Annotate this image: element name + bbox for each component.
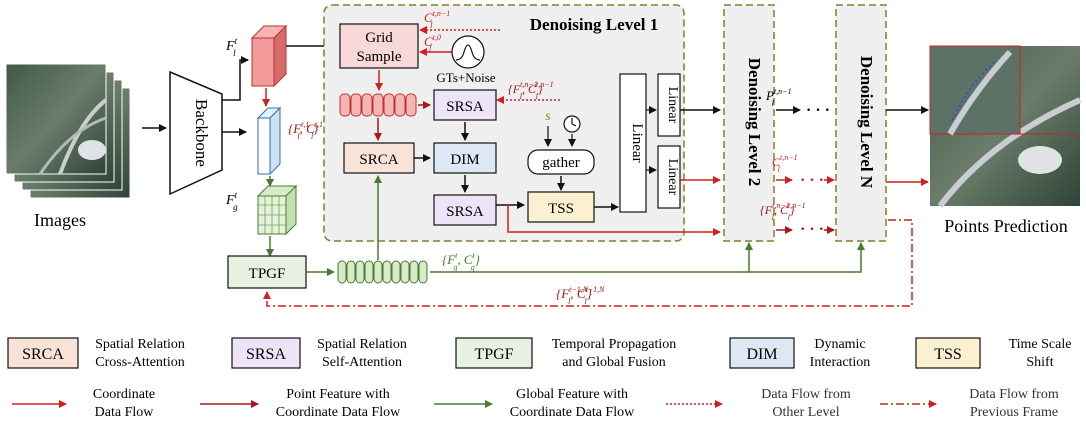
gts-noise-label: GTs+Noise [436, 70, 495, 85]
input-images-stack [5, 63, 131, 199]
legend-srsa-abbr: SRSA [246, 346, 286, 363]
linear-top-label: Linear [665, 87, 680, 124]
gather-block [527, 149, 595, 175]
denoising-level-n-container [835, 4, 887, 242]
levelN-title: Denoising Level N [857, 56, 876, 189]
linear-top-block [657, 73, 681, 137]
srca-block [343, 142, 415, 174]
grid-sample-line1: Grid [365, 30, 393, 46]
s-label: s [545, 109, 551, 124]
dots-features: · · · [800, 221, 824, 238]
legend-flow4-line1: Data Flow from [761, 387, 851, 402]
backbone-block [169, 70, 223, 196]
tss-label: TSS [548, 201, 574, 217]
legend-tpgf-swatch [455, 337, 533, 369]
dim-label: DIM [450, 152, 479, 168]
legend-flow3-line1: Global Feature with [516, 387, 628, 402]
linear-bottom-block [657, 145, 681, 209]
legend-flow2-line1: Point Feature with [286, 387, 389, 402]
arrow-global-levelN [749, 242, 865, 273]
legend-dim-swatch [729, 337, 795, 369]
fg-feature-cube [256, 184, 298, 236]
srsa-top-label: SRSA [446, 99, 484, 115]
legend-srca-line1: Spatial Relation [95, 337, 185, 352]
legend-srsa-line2: Self-Attention [322, 355, 402, 370]
level2-title: Denoising Level 2 [745, 58, 764, 186]
denoising-level-2-container [723, 4, 775, 242]
dots-coords: · · · [800, 172, 824, 189]
legend-srsa-swatch [231, 337, 301, 369]
dots-points: · · · [806, 102, 830, 119]
fl-feature-box [250, 24, 288, 88]
legend-tss-abbr: TSS [934, 346, 962, 363]
legend-dim-abbr: DIM [746, 346, 777, 363]
tpgf-block [227, 255, 307, 289]
arrow-level1-features [507, 205, 721, 236]
legend-flow3-line2: Coordinate Data Flow [510, 405, 635, 420]
srsa-bottom-label: SRSA [446, 204, 484, 220]
gather-label: gather [542, 155, 579, 171]
legend-tpgf-line2: and Global Fusion [562, 355, 665, 370]
grid-sample-line2: Sample [357, 49, 402, 65]
grid-sample-block [339, 23, 419, 69]
legend-flow2-line2: Coordinate Data Flow [276, 405, 401, 420]
linear-big-label: Linear [629, 123, 645, 162]
clock-icon [563, 115, 581, 133]
legend-dim-line2: Interaction [810, 355, 871, 370]
legend-blocks: SRCA Spatial Relation Cross-Attention SR… [7, 337, 1072, 370]
legend-flow5-line1: Data Flow from [969, 387, 1059, 402]
point-token-sequence [339, 93, 417, 117]
legend-tpgf-abbr: TPGF [474, 346, 513, 363]
srsa-top-block [433, 89, 497, 121]
legend-flow1-line2: Data Flow [95, 405, 155, 420]
points-prediction-label: Points Prediction [944, 216, 1068, 236]
arrow-previous-frame [263, 219, 913, 307]
level1-title: Denoising Level 1 [530, 15, 658, 34]
backbone-label: Backbone [192, 99, 211, 167]
legend-flow1-line1: Coordinate [93, 387, 155, 402]
legend-tpgf-line1: Temporal Propagation [552, 337, 677, 352]
legend-tss-line2: Shift [1026, 355, 1053, 370]
legend-flow5-line2: Previous Frame [970, 405, 1058, 420]
legend-dim-line1: Dynamic [814, 337, 865, 352]
srsa-bottom-block [433, 194, 497, 226]
tpgf-label: TPGF [249, 266, 286, 282]
linear-bottom-label: Linear [665, 159, 680, 196]
gaussian-noise-icon [451, 35, 485, 69]
legend-arrows: Coordinate Data Flow Point Feature with … [12, 387, 1059, 420]
legend-tss-line1: Time Scale [1009, 337, 1072, 352]
dim-block [433, 142, 497, 174]
legend-srca-abbr: SRCA [22, 346, 64, 363]
images-label: Images [34, 210, 86, 230]
encoded-feature-box [256, 106, 282, 176]
legend-srca-swatch [7, 337, 79, 369]
legend-tss-swatch [915, 337, 981, 369]
linear-big-block [619, 73, 647, 213]
arrow-backbone-fl [222, 56, 249, 101]
global-token-sequence [337, 260, 428, 284]
legend-flow4-line2: Other Level [772, 405, 839, 420]
legend-srca-line2: Cross-Attention [95, 355, 184, 370]
legend-srsa-line1: Spatial Relation [317, 337, 407, 352]
srca-label: SRCA [359, 152, 398, 168]
output-prediction-image [929, 45, 1082, 208]
